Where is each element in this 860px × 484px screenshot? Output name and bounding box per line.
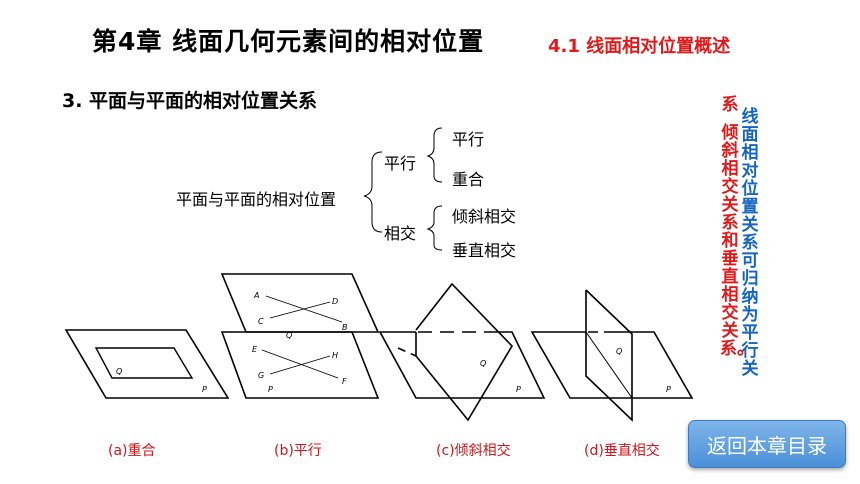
fig-b-plane-q	[220, 273, 380, 333]
tree-parallel-child-2: 重合	[452, 170, 485, 189]
back-to-chapter-button[interactable]: 返回本章目录	[688, 420, 846, 468]
fig-b-line-gh	[269, 355, 331, 375]
fig-b-label-f: F	[342, 377, 347, 386]
subtitle: 3. 平面与平面的相对位置关系	[62, 90, 318, 112]
fig-c-label-p: P	[516, 385, 521, 394]
fig-b-label-h: H	[332, 351, 338, 360]
note-red-top: 系	[721, 95, 739, 115]
fig-b-label-p: P	[268, 385, 273, 394]
tree-root: 平面与平面的相对位置	[176, 190, 337, 209]
tree-intersect-child-2: 垂直相交	[452, 241, 517, 260]
fig-b-plane-p	[220, 331, 380, 399]
fig-b-label-q: Q	[286, 331, 292, 340]
fig-b-label-g: G	[258, 371, 264, 380]
caption-a: (a)重合	[108, 443, 156, 459]
fig-d-plane-p	[530, 331, 694, 399]
caption-d: (d)垂直相交	[584, 443, 660, 459]
caption-b: (b)平行	[274, 443, 322, 459]
page-title: 第4章 线面几何元素间的相对位置	[92, 27, 485, 56]
fig-d-label-q: Q	[616, 347, 622, 356]
caption-c: (c)倾斜相交	[436, 443, 511, 459]
fig-a-label-p: P	[202, 385, 207, 394]
fig-c-plane-q	[415, 282, 514, 422]
fig-b-label-a: A	[253, 291, 259, 300]
fig-d-plane-q	[585, 289, 633, 422]
fig-c-label-q: Q	[480, 359, 486, 368]
tree-parallel: 平行	[384, 154, 417, 173]
fig-c-plane-p	[378, 331, 546, 399]
fig-b-label-d: D	[332, 297, 338, 306]
note-blue-column: 线面相对位置关系可归纳为平行关	[741, 107, 759, 379]
fig-b-line-ef	[261, 349, 339, 379]
fig-a-label-q: Q	[116, 367, 122, 376]
tree-intersect: 相交	[384, 224, 417, 243]
fig-b-line-cd	[269, 301, 331, 319]
fig-d-intersection-line	[585, 331, 633, 399]
tree-parallel-child-1: 平行	[452, 130, 485, 149]
fig-a-plane-q	[94, 347, 194, 379]
tree-intersect-child-1: 倾斜相交	[452, 207, 517, 226]
fig-b-label-e: E	[252, 345, 258, 354]
note-red-column: 倾斜相交关系和垂直相交关系。	[720, 123, 754, 359]
fig-d-label-p: P	[666, 385, 671, 394]
fig-a-plane-p	[64, 329, 230, 399]
section-title: 4.1 线面相对位置概述	[548, 36, 731, 57]
fig-c-hidden-edge-2	[397, 347, 417, 357]
fig-b-label-c: C	[258, 317, 264, 326]
fig-b-label-b: B	[342, 323, 348, 332]
